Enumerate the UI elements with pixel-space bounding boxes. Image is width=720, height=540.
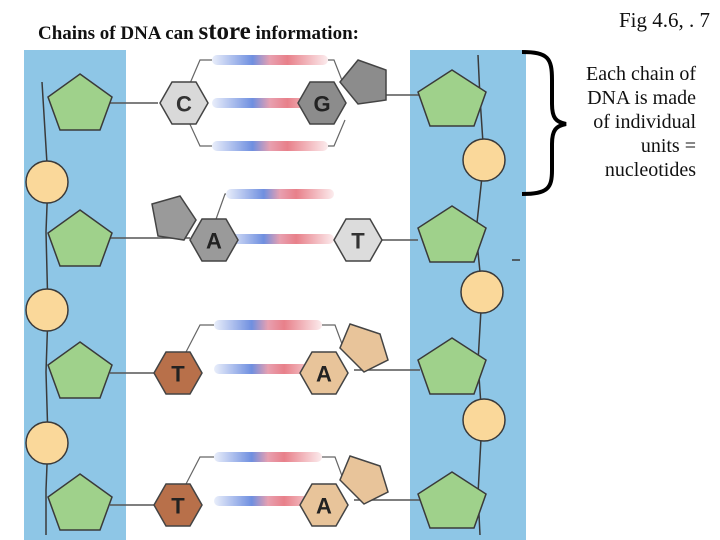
sugar-pentagon — [47, 473, 113, 531]
base-a-hexagon — [299, 483, 349, 527]
nucleotide-note: Each chain of DNA is made of individual … — [556, 62, 696, 182]
left-phosphates — [25, 160, 69, 465]
note-line-1: Each chain of — [586, 63, 696, 85]
base-c-hexagon — [159, 81, 209, 125]
phosphate-circle — [462, 138, 506, 182]
phosphate-circle — [25, 421, 69, 465]
hydrogen-bonds — [212, 55, 334, 506]
base-a-pentagon — [339, 323, 389, 373]
base-a-hexagon — [189, 218, 239, 262]
sugar-pentagon — [417, 471, 487, 529]
phosphate-circle — [460, 270, 504, 314]
note-line-4: units = — [640, 135, 696, 157]
base-a-label: A — [206, 229, 222, 254]
base-g-pentagon — [339, 59, 387, 105]
right-sugars — [417, 69, 487, 529]
sugar-pentagon — [47, 73, 113, 131]
diagram-title: Chains of DNA can store information: — [38, 18, 359, 46]
note-line-3: of individual — [593, 111, 696, 133]
base-t-label: T — [171, 362, 185, 387]
title-suffix: information: — [250, 23, 359, 44]
base-a-hexagon — [299, 351, 349, 395]
base-t-hexagon — [153, 483, 203, 527]
base-t-hexagon — [153, 351, 203, 395]
connector-lines — [110, 94, 425, 506]
sugar-pentagon — [417, 205, 487, 263]
base-a-pentagon — [151, 195, 197, 241]
figure-reference: Fig 4.6, . 7 — [618, 8, 710, 32]
phosphate-circle — [25, 160, 69, 204]
base-t-hexagon — [333, 218, 383, 262]
left-sugars — [47, 73, 113, 531]
base-g-hexagon — [297, 81, 347, 125]
sugar-pentagon — [417, 337, 487, 395]
sugar-pentagon — [417, 69, 487, 127]
phosphate-circle — [462, 398, 506, 442]
base-a-label: A — [316, 362, 332, 387]
sugar-pentagon — [47, 341, 113, 399]
base-t-label: T — [171, 494, 185, 519]
base-a-label: A — [316, 494, 332, 519]
title-prefix: Chains of DNA can — [38, 23, 199, 44]
base-a-pentagon — [339, 455, 389, 505]
right-phosphates — [460, 138, 506, 442]
title-emphasis: store — [198, 18, 251, 45]
note-line-2: DNA is made — [587, 87, 696, 109]
sugar-pentagon — [47, 209, 113, 267]
base-g-label: G — [313, 92, 330, 117]
base-c-label: C — [176, 92, 192, 117]
base-t-label: T — [351, 229, 365, 254]
phosphate-circle — [25, 288, 69, 332]
curly-brace — [521, 50, 567, 196]
note-line-5: nucleotides — [604, 159, 696, 181]
